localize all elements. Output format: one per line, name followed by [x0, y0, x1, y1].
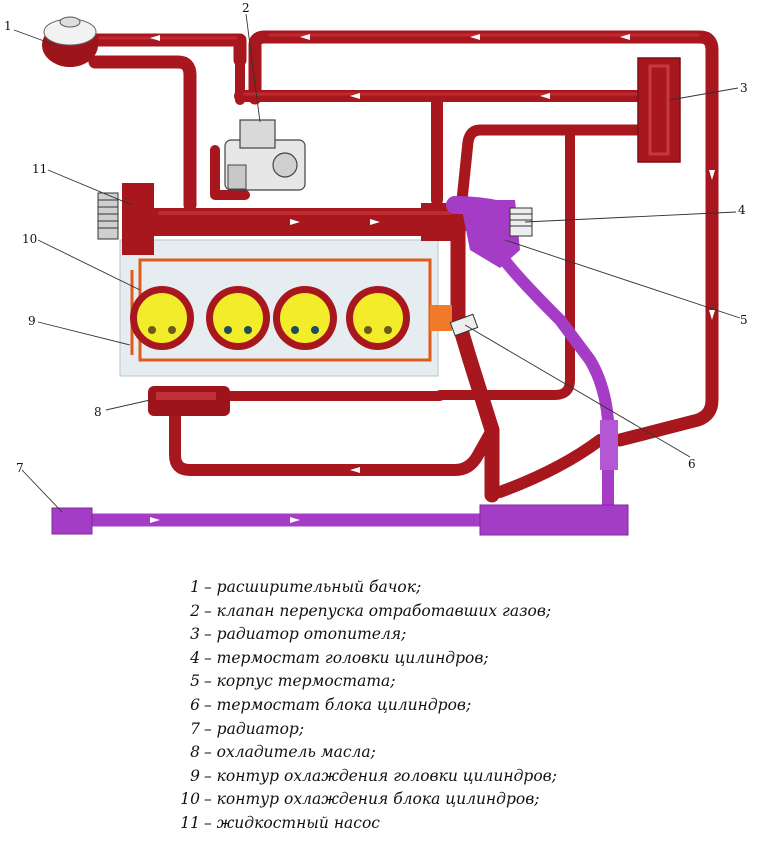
block-thermostat: [430, 305, 479, 337]
legend-text: – термостат головки цилиндров;: [204, 648, 489, 667]
expansion-tank: [42, 16, 98, 67]
legend-item: 6– термостат блока цилиндров;: [162, 694, 632, 718]
leader-lines: [13, 13, 741, 513]
callout-labels: 1 2 3 4 5 6 7 8 9 10 11: [4, 1, 748, 475]
oil-cooler: [148, 386, 230, 416]
legend-number: 1: [190, 578, 200, 596]
legend-item: 1– расширительный бачок;: [162, 576, 632, 600]
callout-11: 11: [32, 162, 47, 176]
callout-3: 3: [740, 81, 748, 95]
flow-arrows: [150, 34, 715, 523]
cylinders: [130, 286, 410, 350]
legend-text: – охладитель масла;: [204, 743, 376, 762]
exhaust-bypass-valve: [224, 119, 306, 191]
callout-4: 4: [738, 203, 746, 217]
legend-item: 2– клапан перепуска отработавших газов;: [162, 600, 632, 624]
legend-item: 10– контур охлаждения блока цилиндров;: [162, 788, 632, 812]
callout-5: 5: [740, 313, 748, 327]
legend-text: – корпус термостата;: [204, 672, 396, 691]
radiator: [51, 420, 629, 536]
legend-number: 3: [190, 625, 200, 644]
legend-text: – клапан перепуска отработавших газов;: [204, 601, 552, 620]
water-pump: [97, 192, 119, 240]
legend-number: 9: [190, 766, 200, 785]
legend-item: 5– корпус термостата;: [162, 670, 632, 694]
legend-number: 11: [180, 813, 200, 832]
legend-item: 8– охладитель масла;: [162, 741, 632, 765]
legend-number: 8: [190, 743, 200, 762]
legend-text: – контур охлаждения блока цилиндров;: [204, 790, 540, 809]
cylinder-2: [206, 286, 270, 350]
legend-text: – радиатор отопителя;: [204, 625, 407, 644]
cylinder-3: [273, 286, 337, 350]
cylinder-1: [130, 286, 194, 350]
legend-item: 11– жидкостный насос: [162, 812, 632, 836]
callout-9: 9: [28, 314, 36, 328]
heater-radiator: [637, 57, 681, 163]
legend-text: – расширительный бачок;: [204, 578, 422, 596]
callout-8: 8: [94, 405, 102, 419]
legend-number: 6: [190, 695, 200, 714]
legend-number: 7: [190, 719, 200, 738]
legend-item: 9– контур охлаждения головки цилиндров;: [162, 765, 632, 789]
callout-1: 1: [4, 19, 12, 33]
callout-7: 7: [16, 461, 24, 475]
legend-number: 10: [180, 790, 200, 809]
legend: 1– расширительный бачок; 2– клапан переп…: [162, 576, 632, 836]
legend-number: 5: [190, 672, 200, 691]
legend-number: 2: [190, 601, 200, 620]
cooling-system-diagram: 1 2 3 4 5 6 7 8 9 10 11: [4, 1, 748, 536]
legend-text: – термостат блока цилиндров;: [204, 695, 472, 714]
legend-item: 7– радиатор;: [162, 718, 632, 742]
legend-item: 3– радиатор отопителя;: [162, 623, 632, 647]
legend-text: – радиатор;: [204, 719, 305, 738]
callout-10: 10: [22, 232, 37, 246]
legend-number: 4: [190, 648, 200, 667]
thermostat-housing: [460, 200, 520, 268]
callout-6: 6: [688, 457, 696, 471]
cylinder-4: [346, 286, 410, 350]
legend-item: 4– термостат головки цилиндров;: [162, 647, 632, 671]
legend-text: – контур охлаждения головки цилиндров;: [204, 766, 557, 785]
legend-text: – жидкостный насос: [204, 813, 380, 832]
callout-2: 2: [242, 1, 250, 15]
